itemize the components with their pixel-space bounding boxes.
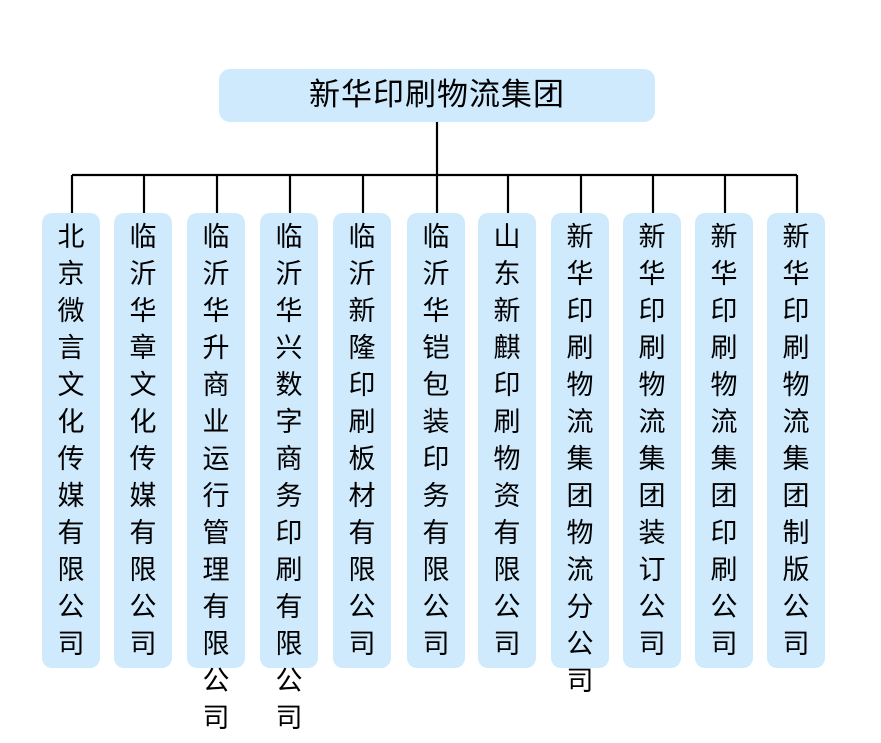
org-node-child-5[interactable]: 临沂新隆印刷板材有限公司	[333, 213, 391, 668]
org-node-child-2-label: 临沂华章文化传媒有限公司	[129, 222, 157, 660]
org-node-child-8[interactable]: 新华印刷物流集团物流分公司	[551, 213, 609, 697]
org-node-child-9-label: 新华印刷物流集团装订公司	[638, 222, 666, 660]
org-node-child-2[interactable]: 临沂华章文化传媒有限公司	[114, 213, 172, 668]
org-node-child-5-label: 临沂新隆印刷板材有限公司	[348, 222, 376, 660]
org-node-child-3-label: 临沂华升商业运行管理有限公司	[202, 222, 230, 734]
org-node-child-11-label: 新华印刷物流集团制版公司	[782, 222, 810, 660]
org-node-child-1[interactable]: 北京微言文化传媒有限公司	[42, 213, 100, 668]
org-node-child-11[interactable]: 新华印刷物流集团制版公司	[767, 213, 825, 668]
org-node-child-7-label: 山东新麒印刷物资有限公司	[493, 222, 521, 660]
org-node-child-3[interactable]: 临沂华升商业运行管理有限公司	[187, 213, 245, 734]
org-node-child-8-label: 新华印刷物流集团物流分公司	[566, 222, 594, 697]
org-node-root[interactable]: 新华印刷物流集团	[219, 69, 655, 122]
org-node-child-4[interactable]: 临沂华兴数字商务印刷有限公司	[260, 213, 318, 734]
org-node-child-6-label: 临沂华铠包装印务有限公司	[422, 222, 450, 660]
org-node-child-10[interactable]: 新华印刷物流集团印刷公司	[695, 213, 753, 668]
org-node-child-4-label: 临沂华兴数字商务印刷有限公司	[275, 222, 303, 734]
org-node-root-label: 新华印刷物流集团	[309, 77, 565, 113]
org-node-child-1-label: 北京微言文化传媒有限公司	[57, 222, 85, 660]
org-node-child-9[interactable]: 新华印刷物流集团装订公司	[623, 213, 681, 668]
org-node-child-6[interactable]: 临沂华铠包装印务有限公司	[407, 213, 465, 668]
org-node-child-7[interactable]: 山东新麒印刷物资有限公司	[478, 213, 536, 668]
org-node-child-10-label: 新华印刷物流集团印刷公司	[710, 222, 738, 660]
